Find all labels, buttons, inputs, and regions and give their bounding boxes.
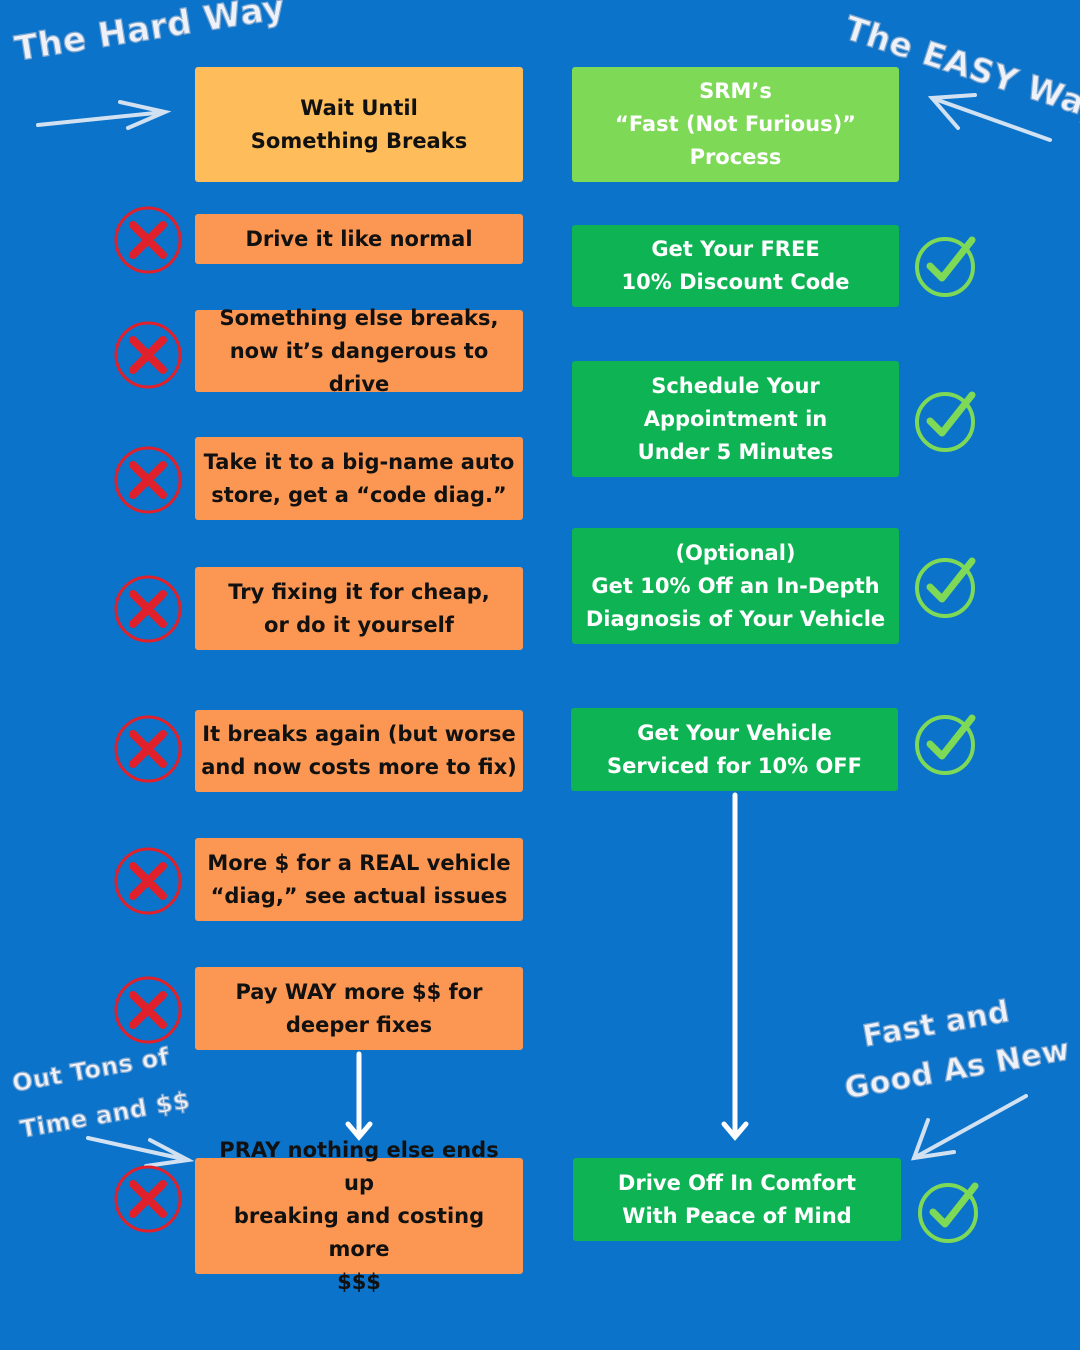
x-circle-icon bbox=[114, 446, 182, 514]
check-circle-icon bbox=[915, 714, 976, 775]
hard-step-3: Take it to a big-name auto store, get a … bbox=[195, 437, 523, 520]
x-circle-icon bbox=[114, 575, 182, 643]
hard-step-2: Something else breaks, now it’s dangerou… bbox=[195, 306, 523, 396]
hard-step-8: PRAY nothing else ends up breaking and c… bbox=[195, 1138, 523, 1294]
easy-step-3: (Optional) Get 10% Off an In-Depth Diagn… bbox=[572, 528, 899, 644]
easy-step-2: Schedule Your Appointment in Under 5 Min… bbox=[572, 361, 899, 477]
easy-way-arrow bbox=[927, 93, 1052, 142]
check-circle-icon bbox=[918, 1182, 979, 1243]
x-circle-icon bbox=[114, 715, 182, 783]
x-circle-icon bbox=[114, 976, 182, 1044]
out-tons-label-1: Out Tons of bbox=[9, 1042, 172, 1098]
out-tons-label-2: Time and $$ bbox=[17, 1086, 193, 1145]
x-circle-icon bbox=[114, 847, 182, 915]
out-tons-arrow bbox=[86, 1136, 195, 1168]
hard-step-4: Try fixing it for cheap, or do it yourse… bbox=[195, 567, 523, 650]
x-circle-icon bbox=[114, 206, 182, 274]
easy-flow-arrow bbox=[721, 792, 749, 1141]
x-circle-icon bbox=[114, 1165, 182, 1233]
hard-step-6: More $ for a REAL vehicle “diag,” see ac… bbox=[195, 838, 523, 921]
check-circle-icon bbox=[915, 557, 976, 618]
good-as-new-arrow bbox=[910, 1094, 1028, 1161]
easy-way-header: SRM’s “Fast (Not Furious)” Process bbox=[572, 67, 899, 182]
easy-step-4: Get Your Vehicle Serviced for 10% OFF bbox=[571, 708, 898, 791]
x-circle-icon bbox=[114, 321, 182, 389]
hard-step-1: Drive it like normal bbox=[195, 214, 523, 264]
check-circle-icon bbox=[915, 391, 976, 452]
hard-way-label: The Hard Way bbox=[11, 0, 288, 70]
check-circle-icon bbox=[915, 236, 976, 297]
hard-way-arrow bbox=[36, 100, 172, 130]
hard-way-header: Wait Until Something Breaks bbox=[195, 67, 523, 182]
hard-step-7: Pay WAY more $$ for deeper fixes bbox=[195, 967, 523, 1050]
hard-step-5: It breaks again (but worse and now costs… bbox=[195, 710, 523, 792]
easy-step-1: Get Your FREE 10% Discount Code bbox=[572, 225, 899, 307]
hard-flow-arrow bbox=[345, 1051, 373, 1141]
easy-step-5: Drive Off In Comfort With Peace of Mind bbox=[573, 1158, 901, 1241]
